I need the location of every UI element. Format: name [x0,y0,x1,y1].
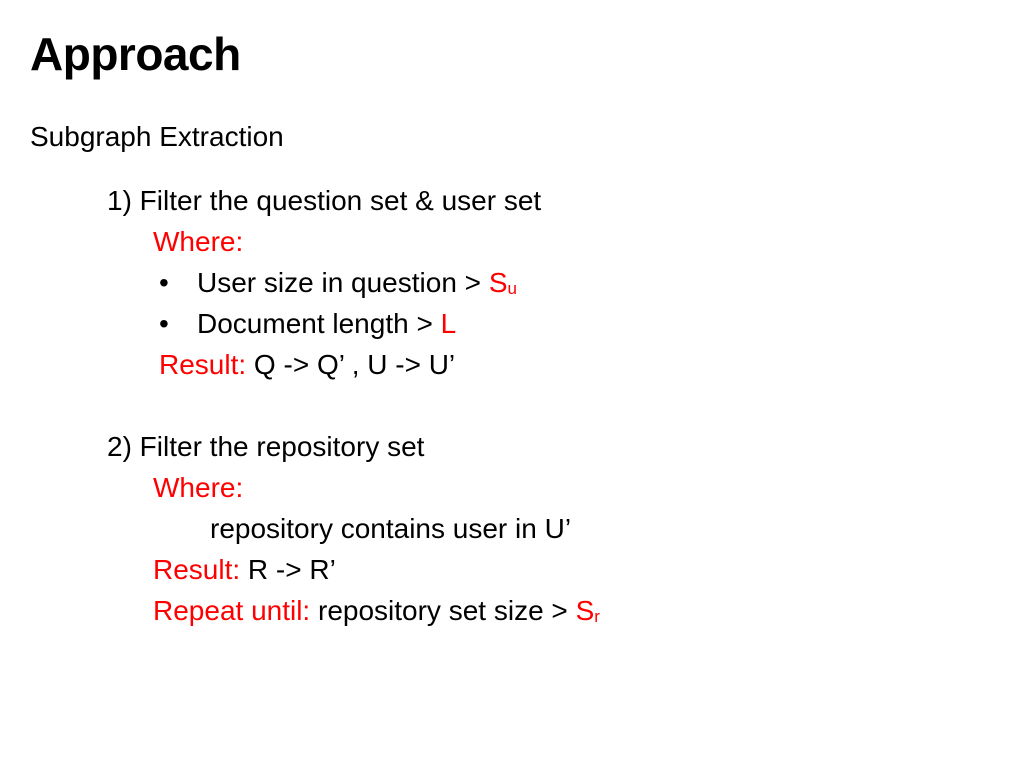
bullet-1-variable-subscript: u [507,279,517,298]
step1-bullet-1: • User size in question > Su [159,266,517,304]
step1-result: Result: Q -> Q’ , U -> U’ [159,348,455,382]
bullet-1-variable: S [488,267,508,298]
bullet-1-text: User size in question > [197,267,489,298]
step2-repeat: Repeat until: repository set size > Sr [153,594,600,632]
step2-where-label: Where: [153,472,244,503]
step2-repeat-variable-subscript: r [594,607,600,626]
slide-subtitle: Subgraph Extraction [30,121,284,152]
step1-where-label: Where: [153,226,244,257]
step2-result-label: Result: [153,554,241,585]
slide-title: Approach [30,28,241,80]
step1-result-label: Result: [159,349,247,380]
bullet-symbol: • [159,308,169,339]
step1-heading: 1) Filter the question set & user set [107,185,542,216]
bullet-symbol: • [159,267,169,298]
step2-condition: repository contains user in U’ [210,513,572,544]
bullet-2-variable: L [440,308,457,339]
step1-result-text: Q -> Q’ , U -> U’ [246,349,456,380]
step2-result: Result: R -> R’ [153,553,336,587]
step2-result-text: R -> R’ [240,554,336,585]
step1-bullet-2: • Document length > L [159,307,456,341]
step2-repeat-label: Repeat until: [153,595,311,626]
step2-repeat-variable: S [575,595,595,626]
step2-repeat-text: repository set size > [310,595,576,626]
bullet-2-text: Document length > [197,308,441,339]
step2-heading: 2) Filter the repository set [107,431,425,462]
